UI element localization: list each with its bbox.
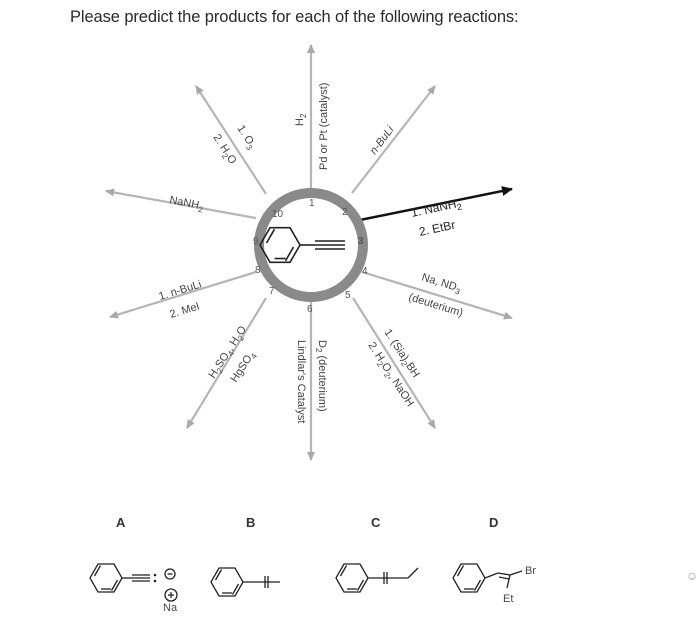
- svg-text:2. H2O: 2. H2O: [209, 132, 239, 168]
- label-water: 2. H2O: [209, 132, 239, 168]
- answer-a-structure: [89, 563, 178, 602]
- ring-number-6: 6: [307, 304, 313, 315]
- label-mei: 2. MeI: [168, 300, 201, 320]
- center-ring: [254, 188, 368, 302]
- ring-number-2: 2: [342, 207, 348, 218]
- arrow-buli-mei: [109, 270, 257, 319]
- phenylacetylene-structure: [259, 226, 345, 264]
- label-na-nd3: Na, ND3: [420, 271, 463, 296]
- answer-label-d: D: [489, 515, 498, 530]
- svg-text:2. H2O2, NaOH: 2. H2O2, NaOH: [364, 340, 416, 410]
- label-d2: D2 (deuterium): [314, 340, 328, 412]
- svg-text:Na, ND3: Na, ND3: [420, 271, 463, 296]
- label-nbuli-2: 1. n-BuLi: [157, 279, 203, 303]
- arrow-hydroboration: [352, 297, 436, 429]
- label-h2: H2: [294, 113, 308, 126]
- answer-d-structure: [452, 563, 523, 593]
- label-nanh2: NaNH2: [168, 194, 205, 214]
- svg-text:Pd or Pt (catalyst): Pd or Pt (catalyst): [318, 83, 330, 170]
- svg-text:Lindlar's Catalyst: Lindlar's Catalyst: [295, 340, 307, 423]
- ring-number-10: 10: [272, 209, 284, 220]
- ring-number-9: 9: [253, 236, 259, 247]
- ring-number-7: 7: [269, 286, 275, 297]
- ring-number-8: 8: [255, 265, 261, 276]
- label-lindlar: Lindlar's Catalyst: [295, 340, 307, 423]
- answer-d-et: Et: [503, 593, 513, 605]
- svg-text:D2 (deuterium): D2 (deuterium): [314, 340, 328, 412]
- edge-mark: ☺: [686, 569, 698, 583]
- svg-text:H2: H2: [294, 113, 308, 126]
- arrow-ozonolysis: [195, 85, 267, 195]
- label-alkylation: 1. NaNH2: [410, 196, 463, 222]
- arrow-nbuli: [351, 85, 436, 194]
- answer-label-b: B: [246, 515, 255, 530]
- svg-text:2. MeI: 2. MeI: [168, 300, 201, 320]
- label-etbr: 2. EtBr: [418, 218, 457, 239]
- arrow-alkylation: [359, 186, 513, 222]
- svg-text:1. n-BuLi: 1. n-BuLi: [157, 279, 203, 303]
- svg-text:2. EtBr: 2. EtBr: [418, 218, 457, 239]
- ring-number-5: 5: [345, 290, 351, 301]
- answer-label-a: A: [116, 515, 126, 530]
- ring-number-1: 1: [309, 198, 315, 209]
- arrow-oxymercuration: [186, 297, 267, 429]
- ring-number-3: 3: [358, 236, 364, 247]
- svg-text:1. NaNH2: 1. NaNH2: [410, 196, 463, 222]
- question-text: Please predict the products for each of …: [70, 8, 519, 26]
- answer-d-br: Br: [525, 565, 536, 577]
- label-h2o2-naoh: 2. H2O2, NaOH: [364, 340, 416, 410]
- arrow-na-nd3: [361, 270, 513, 320]
- ring-number-4: 4: [362, 266, 368, 277]
- label-pd-catalyst: Pd or Pt (catalyst): [318, 83, 330, 170]
- answer-c-structure: [335, 563, 419, 593]
- answer-b-structure: [210, 567, 280, 597]
- answer-a-na: Na: [163, 602, 178, 614]
- answer-label-c: C: [371, 515, 381, 530]
- svg-text:NaNH2: NaNH2: [168, 194, 205, 214]
- arrow-nanh2: [105, 188, 257, 220]
- answer-a-dots: [153, 573, 157, 583]
